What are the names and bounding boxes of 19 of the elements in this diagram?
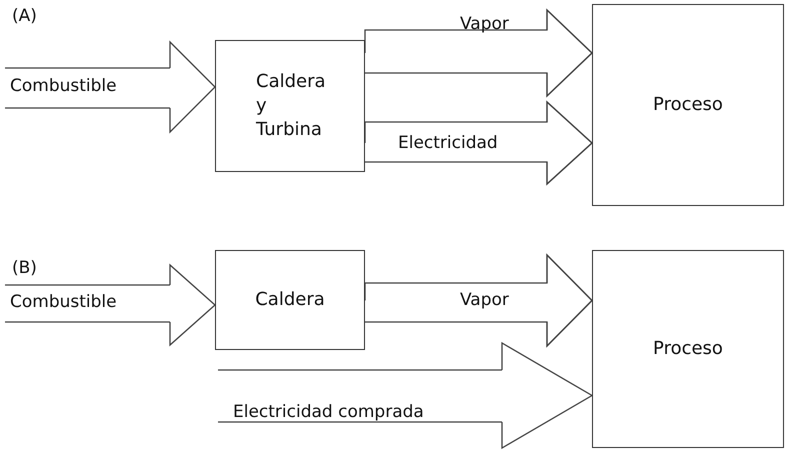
- edge-label: Combustible: [10, 292, 117, 312]
- edge-label: Electricidad: [398, 133, 498, 154]
- edge-label: Electricidad comprada: [233, 402, 424, 422]
- edge-label: Combustible: [10, 76, 117, 96]
- panel-label: (B): [12, 258, 37, 278]
- block-arrow: [217, 342, 593, 449]
- panel-label: (A): [12, 6, 37, 26]
- block-arrow: [4, 41, 216, 133]
- node-label: Proceso: [653, 336, 723, 361]
- process-box: [215, 250, 365, 350]
- edge-label: Vapor: [460, 14, 509, 34]
- node-label: Proceso: [653, 92, 723, 117]
- process-box: [592, 4, 784, 206]
- edge-label: Vapor: [460, 290, 509, 310]
- process-box: [215, 40, 365, 172]
- process-box: [592, 250, 784, 448]
- node-label: Caldera y Turbina: [256, 70, 326, 142]
- node-label: Caldera: [255, 288, 325, 312]
- block-arrow: [4, 264, 216, 346]
